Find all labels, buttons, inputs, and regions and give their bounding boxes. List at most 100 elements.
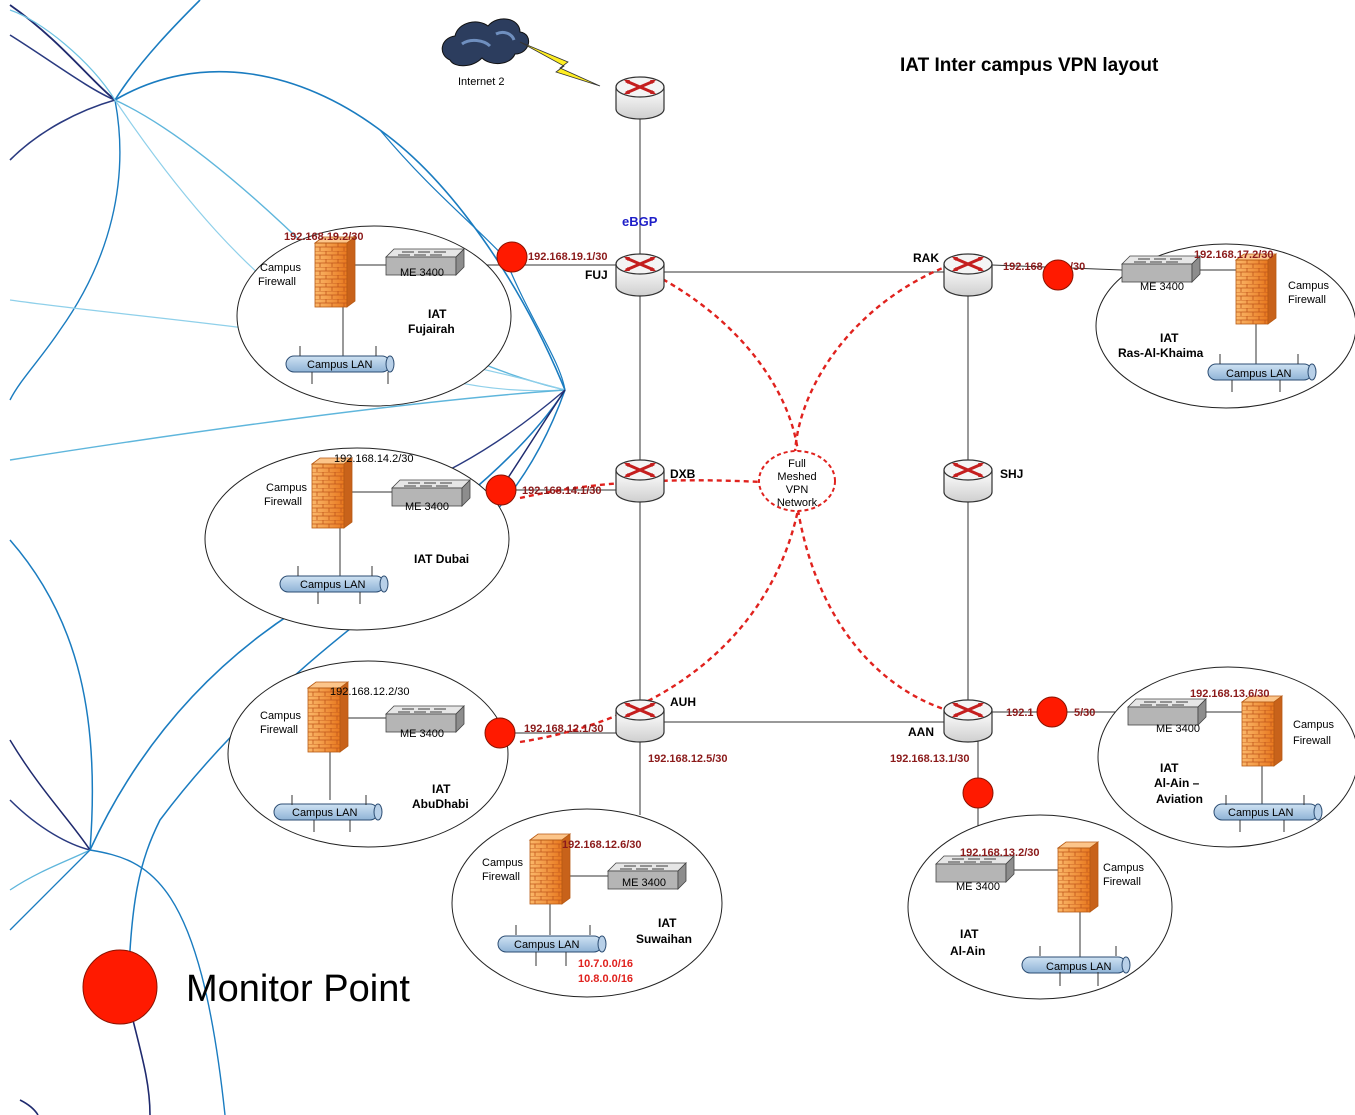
firewall-icon: [1057, 841, 1099, 913]
router-aan-icon: [942, 698, 994, 744]
fujairah-fw-ip: 192.168.19.2/30: [284, 231, 364, 243]
aviation-fw-label-1: Campus: [1293, 719, 1334, 731]
campus-fujairah: [236, 225, 512, 407]
ebgp-label: eBGP: [622, 214, 658, 229]
alain-router-ip: 192.168.13.1/30: [890, 753, 970, 765]
suwaihan-lan-label: Campus LAN: [514, 939, 579, 951]
router-aan-label: AAN: [908, 725, 934, 739]
rak-lan-label: Campus LAN: [1226, 368, 1291, 380]
rak-name-1: IAT: [1160, 331, 1179, 345]
suwaihan-name-2: Suwaihan: [636, 932, 692, 946]
suwaihan-switch-label: ME 3400: [622, 877, 666, 889]
fujairah-fw-label-2: Firewall: [258, 276, 296, 288]
dubai-router-ip: 192.168.14.1/30: [522, 485, 602, 497]
campus-dubai: [204, 447, 510, 631]
suwaihan-net-2: 10.8.0.0/16: [578, 973, 633, 985]
firewall-icon: [1241, 695, 1283, 767]
abudhabi-switch-label: ME 3400: [400, 728, 444, 740]
dubai-fw-label-2: Firewall: [264, 496, 302, 508]
legend-monitor-swatch: [82, 949, 158, 1025]
alain-lan-label: Campus LAN: [1046, 961, 1111, 973]
aviation-switch-label: ME 3400: [1156, 723, 1200, 735]
lightning-bolt-icon: [519, 41, 601, 87]
alain-fw-label-1: Campus: [1103, 862, 1144, 874]
suwaihan-fw-label-2: Firewall: [482, 871, 520, 883]
monitor-point: [1042, 259, 1074, 291]
mesh-label-4: Network: [777, 497, 818, 509]
router-rak-label: RAK: [913, 251, 939, 265]
rak-router-ip-a: 192.168: [1003, 261, 1043, 273]
aviation-name-3: Aviation: [1156, 792, 1203, 806]
aviation-name-1: IAT: [1160, 761, 1179, 775]
router-shj-icon: [942, 458, 994, 504]
fujairah-name-2: Fujairah: [408, 322, 455, 336]
mesh-label-2: Meshed: [777, 471, 816, 483]
fujairah-fw-label-1: Campus: [260, 262, 301, 274]
switch-icon: [1127, 698, 1207, 726]
internet-router-icon: [614, 75, 666, 121]
mesh-label-1: Full: [788, 458, 806, 470]
router-shj-label: SHJ: [1000, 467, 1023, 481]
router-fuj-label: FUJ: [585, 268, 608, 282]
abudhabi-router-ip: 192.168.12.1/30: [524, 723, 604, 735]
rak-router-ip-b: /30: [1070, 261, 1085, 273]
cloud-icon: [441, 18, 530, 67]
switch-icon: [935, 855, 1015, 883]
dubai-lan-label: Campus LAN: [300, 579, 365, 591]
campus-suwaihan: [451, 808, 723, 998]
alain-name-2: Al-Ain: [950, 944, 985, 958]
fujairah-router-ip: 192.168.19.1/30: [528, 251, 608, 263]
abudhabi-name-1: IAT: [432, 782, 451, 796]
monitor-points: [484, 241, 1074, 809]
suwaihan-fw-ip: 192.168.12.6/30: [562, 839, 642, 851]
alain-name-1: IAT: [960, 927, 979, 941]
aviation-lan-label: Campus LAN: [1228, 807, 1293, 819]
abudhabi-fw-label-2: Firewall: [260, 724, 298, 736]
monitor-point: [962, 777, 994, 809]
fujairah-name-1: IAT: [428, 307, 447, 321]
core-links: [462, 110, 1125, 840]
suwaihan-router-ip: 192.168.12.5/30: [648, 753, 728, 765]
suwaihan-name-1: IAT: [658, 916, 677, 930]
campus-alain: [907, 814, 1173, 1000]
rak-switch-label: ME 3400: [1140, 281, 1184, 293]
dubai-fw-label-1: Campus: [266, 482, 307, 494]
aviation-name-2: Al-Ain –: [1154, 776, 1200, 790]
firewall-icon: [1235, 253, 1277, 325]
abudhabi-lan-label: Campus LAN: [292, 807, 357, 819]
monitor-point: [484, 717, 516, 749]
router-auh-icon: [614, 698, 666, 744]
suwaihan-fw-label-1: Campus: [482, 857, 523, 869]
campus-rak: [1095, 243, 1355, 409]
monitor-point: [485, 474, 517, 506]
firewall-icon: [311, 457, 353, 529]
campus-aviation: [1097, 666, 1355, 848]
legend-label: Monitor Point: [186, 968, 410, 1010]
abudhabi-fw-ip: 192.168.12.2/30: [330, 686, 410, 698]
firewall-icon: [314, 236, 356, 308]
rak-fw-label-1: Campus: [1288, 280, 1329, 292]
aviation-router-ip-b: 5/30: [1074, 707, 1095, 719]
cloud-label: Internet 2: [458, 76, 504, 88]
alain-fw-label-2: Firewall: [1103, 876, 1141, 888]
router-fuj-icon: [614, 252, 666, 298]
diagram-title: IAT Inter campus VPN layout: [900, 55, 1159, 76]
dubai-fw-ip: 192.168.14.2/30: [334, 453, 414, 465]
mesh-label-3: VPN: [786, 484, 809, 496]
aviation-fw-label-2: Firewall: [1293, 735, 1331, 747]
mesh-links: [519, 263, 986, 744]
dubai-name-1: IAT Dubai: [414, 552, 469, 566]
router-rak-icon: [942, 252, 994, 298]
abudhabi-fw-label-1: Campus: [260, 710, 301, 722]
dubai-switch-label: ME 3400: [405, 501, 449, 513]
rak-fw-ip: 192.168.17.2/30: [1194, 249, 1274, 261]
aviation-fw-ip: 192.168.13.6/30: [1190, 688, 1270, 700]
monitor-point: [496, 241, 528, 273]
router-dxb-icon: [614, 458, 666, 504]
alain-switch-label: ME 3400: [956, 881, 1000, 893]
router-dxb-label: DXB: [670, 467, 696, 481]
campus-abudhabi: [227, 660, 509, 848]
monitor-point: [1036, 696, 1068, 728]
abudhabi-name-2: AbuDhabi: [412, 797, 469, 811]
